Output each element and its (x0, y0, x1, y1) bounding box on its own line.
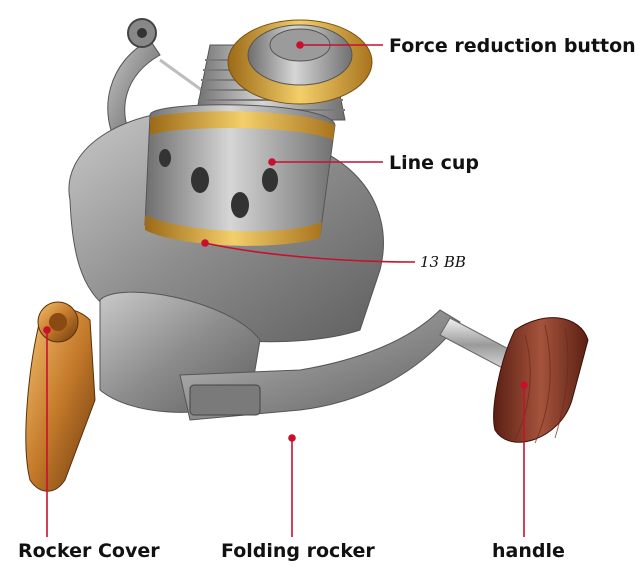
label-folding-rocker: Folding rocker (221, 540, 375, 562)
folding-rocker (179, 309, 461, 421)
label-line-cup: Line cup (389, 152, 480, 174)
label-force-reduction-button: Force reduction button (389, 35, 636, 57)
leader-13bb (204, 242, 416, 263)
rocker-cover (25, 301, 96, 492)
label-rocker-cover: Rocker Cover (18, 540, 160, 562)
label-handle: handle (492, 540, 565, 562)
handle (439, 317, 589, 444)
drag-knob (227, 19, 373, 105)
label-13-bb: 13 BB (420, 253, 466, 271)
leader-lines (43, 41, 528, 537)
line-cup (144, 104, 336, 246)
